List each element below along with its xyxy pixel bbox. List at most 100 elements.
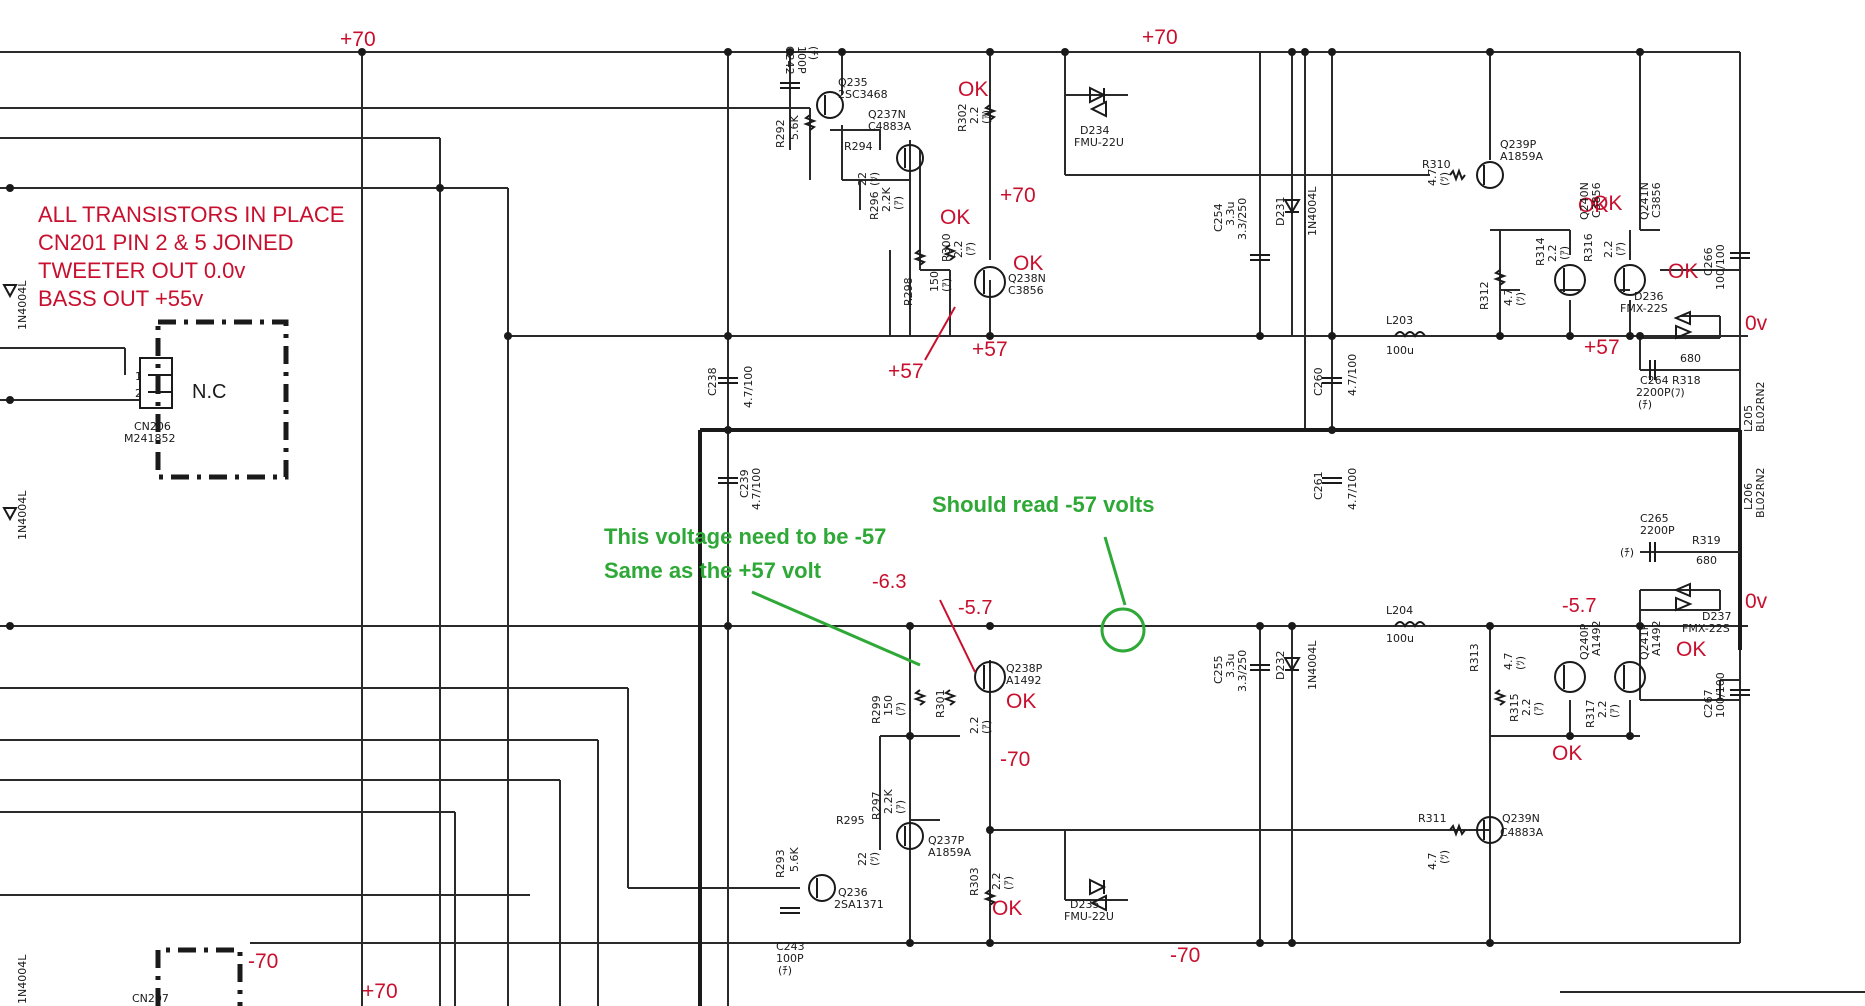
- q239p-label: Q239P: [1500, 138, 1537, 151]
- q240n-transistor: [1554, 264, 1586, 296]
- q235-transistor: [816, 91, 844, 119]
- junctions: [6, 48, 1644, 947]
- c254-rating: 3.3/250: [1236, 198, 1249, 240]
- c267-value: 100/100: [1714, 672, 1727, 718]
- note-line-3: TWEETER OUT 0.0v: [38, 258, 245, 283]
- q238p-label: Q238P: [1006, 662, 1043, 675]
- r313-type: (ﾂ): [1514, 656, 1527, 670]
- r315-type: (ｱ): [1532, 702, 1545, 716]
- q240p-label: Q240P: [1578, 623, 1591, 660]
- c266-value: 100/100: [1714, 244, 1727, 290]
- voltage-0v-top: 0v: [1745, 312, 1768, 335]
- c242-type: (ﾁ): [807, 46, 820, 60]
- c254-label: C254: [1212, 203, 1225, 232]
- d237-label: D237: [1702, 610, 1731, 623]
- q237n-part: C4883A: [868, 120, 912, 133]
- q237p-part: A1859A: [928, 846, 972, 859]
- l203-value: 100u: [1386, 344, 1414, 357]
- q239n-part: C4883A: [1500, 826, 1544, 839]
- r301-type: (ｱ): [980, 720, 993, 734]
- r315-label: R315: [1508, 693, 1521, 722]
- q235-label: Q235: [838, 76, 868, 89]
- d235-diode: [1089, 878, 1107, 912]
- ok-label-q238p: OK: [1006, 690, 1036, 713]
- q239p-part: A1859A: [1500, 150, 1544, 163]
- q238p-transistor: [974, 661, 1006, 693]
- r300-type: (ｱ): [964, 242, 977, 256]
- c255-value: 3.3u: [1224, 654, 1237, 678]
- cn206-pin2: 2: [135, 387, 142, 400]
- c265-label: C265: [1640, 512, 1669, 525]
- q238n-transistor: [974, 266, 1006, 298]
- c266-label: C266: [1702, 247, 1715, 276]
- voltage-p57-emitter: +57: [972, 338, 1008, 361]
- q236-label: Q236: [838, 886, 868, 899]
- r311-value: 4.7: [1426, 853, 1439, 871]
- green-note-line-2: Same as the +57 volt: [604, 558, 822, 583]
- note-line-2: CN201 PIN 2 & 5 JOINED: [38, 230, 294, 255]
- inductors: [1394, 331, 1426, 628]
- q241p-part: A1492: [1650, 620, 1663, 656]
- r299-value: 150: [882, 695, 895, 716]
- r313-value: 4.7: [1502, 653, 1515, 671]
- r319-label: R319: [1692, 534, 1721, 547]
- r302-value: 2.2: [968, 107, 981, 125]
- cn207-box-outline: [155, 947, 243, 1006]
- q241n-part: C3856: [1650, 182, 1663, 218]
- cn206-pin1: 1: [135, 370, 142, 383]
- r315-value: 2.2: [1520, 699, 1533, 717]
- q240n-part: C3856: [1590, 182, 1603, 218]
- r299-label: R299: [870, 695, 883, 724]
- r303-type: (ｱ): [1002, 876, 1015, 890]
- r294-type: (ﾂ): [868, 172, 881, 186]
- c238-value: 4.7/100: [742, 366, 755, 408]
- m63-pointer-line: [939, 599, 976, 673]
- c243-value: 100P: [776, 952, 804, 965]
- r312-label: R312: [1478, 281, 1491, 310]
- voltage-m70-bottom: -70: [1170, 944, 1200, 967]
- r293-label: R293: [774, 849, 787, 878]
- r316-type: (ｱ): [1614, 242, 1627, 256]
- q237n-label: Q237N: [868, 108, 906, 121]
- r317-label: R317: [1584, 699, 1597, 728]
- q235-part: 2SC3468: [838, 88, 888, 101]
- q240p-part: A1492: [1590, 620, 1603, 656]
- c242-value: 100P: [795, 46, 808, 74]
- c261-label: C261: [1312, 471, 1325, 500]
- r318-label: R318: [1672, 374, 1701, 387]
- d236-part: FMX-22S: [1620, 302, 1668, 315]
- d235-part: FMU-22U: [1064, 910, 1114, 923]
- r312-type: (ﾂ): [1514, 292, 1527, 306]
- r297-label: R297: [870, 791, 883, 820]
- q239n-transistor: [1476, 816, 1504, 844]
- component-labels: Q235 2SC3468 Q237N C4883A R294 D234 FMU-…: [776, 76, 1731, 977]
- c264-value: 2200P(ﾌ): [1636, 386, 1685, 399]
- q237p-label: Q237P: [928, 834, 965, 847]
- d232-part: 1N4004L: [1306, 640, 1319, 690]
- r311-type: (ﾂ): [1438, 850, 1451, 864]
- left-diode-label-1: 1N4004L: [16, 280, 29, 330]
- cn207-label: CN207: [132, 992, 169, 1005]
- r292-label: R292: [774, 119, 787, 148]
- c265-value: 2200P: [1640, 524, 1675, 537]
- r300-value: 2.2: [952, 241, 965, 259]
- ok-label-q240n: OK: [1578, 194, 1608, 217]
- c239-value: 4.7/100: [750, 468, 763, 510]
- p57-pointer-line: [924, 306, 956, 361]
- r299-type: (ｱ): [894, 702, 907, 716]
- c260-value: 4.7/100: [1346, 354, 1359, 396]
- left-diode-label-3: 1N4004L: [16, 954, 29, 1004]
- green-pointer-line-2: [1103, 536, 1127, 606]
- green-pointer-line-1: [751, 590, 921, 667]
- nc-label: N.C: [192, 381, 226, 403]
- q238p-part: A1492: [1006, 674, 1042, 687]
- ok-label-r302: OK: [958, 78, 988, 101]
- r303-value: 2.2: [990, 873, 1003, 891]
- r316-value: 2.2: [1602, 241, 1615, 259]
- l206-part: BL02RN2: [1754, 467, 1767, 518]
- c264-label: C264: [1640, 374, 1669, 387]
- voltage-m57-left: -5.7: [958, 597, 992, 619]
- green-note-line-1: This voltage need to be -57: [604, 524, 886, 549]
- l206-label: L206: [1742, 483, 1755, 510]
